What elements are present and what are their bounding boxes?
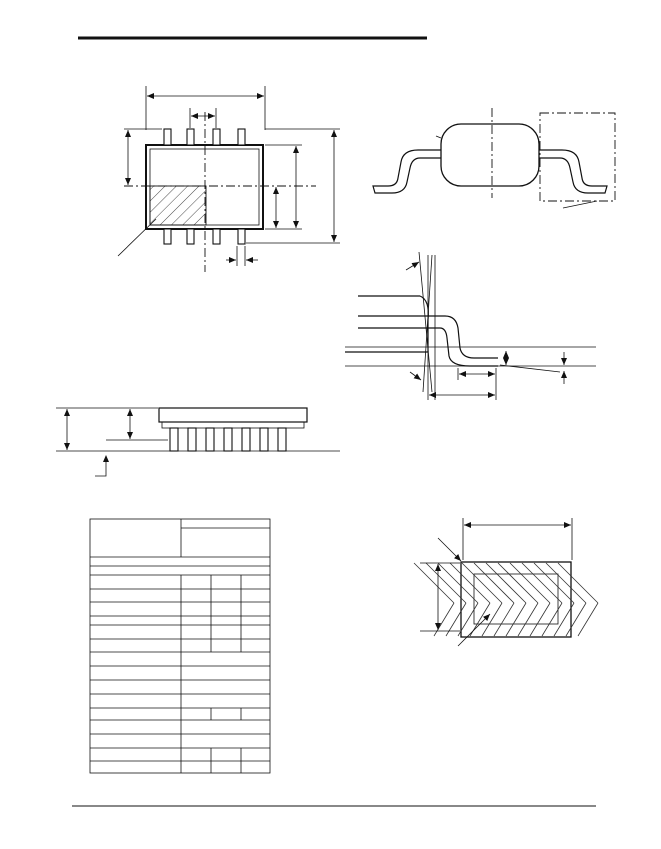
angle-arrow-top xyxy=(405,261,420,271)
top-lead-4 xyxy=(237,128,246,146)
side-lead xyxy=(187,427,197,452)
side-leads xyxy=(169,427,287,452)
seating-plane-leader xyxy=(95,459,107,477)
table-outline xyxy=(89,518,271,774)
profile-body xyxy=(440,123,540,187)
base-metal-leader xyxy=(457,613,491,647)
section-outer xyxy=(460,561,572,638)
angle-reference-b xyxy=(422,254,433,393)
side-lead xyxy=(277,427,287,452)
hatch-line xyxy=(457,602,479,637)
lead-cross-section xyxy=(413,518,599,647)
hatch-line xyxy=(485,562,527,604)
hatch-line xyxy=(497,562,539,604)
hatch-line xyxy=(529,602,551,637)
hatch-line xyxy=(545,562,587,604)
hatch-line xyxy=(493,602,515,637)
bottom-lead-4 xyxy=(237,228,246,245)
hatch-line xyxy=(521,562,563,604)
hatch-line xyxy=(437,562,479,604)
hatch-line xyxy=(425,562,467,604)
package-side-profile xyxy=(372,108,616,209)
hatch-line xyxy=(577,602,599,637)
side-lead xyxy=(205,427,215,452)
side-lead xyxy=(169,427,179,452)
hatch-line xyxy=(449,562,491,604)
hatch-line xyxy=(505,602,527,637)
right-gull-lead xyxy=(539,149,608,194)
hatch-line xyxy=(433,602,455,637)
hatch-line xyxy=(413,562,455,604)
top-lead-2 xyxy=(186,128,195,146)
detail-leader-line xyxy=(562,200,598,209)
hatch-line xyxy=(533,562,575,604)
side-lead xyxy=(241,427,251,452)
bottom-lead-2 xyxy=(186,228,195,245)
dimension-table xyxy=(89,518,271,774)
bottom-lead-3 xyxy=(212,228,221,245)
hatch-line xyxy=(541,602,563,637)
detail-callout-frame xyxy=(539,112,616,202)
hatch-line xyxy=(445,602,467,637)
bottom-lead-1 xyxy=(163,228,172,245)
hatch-line xyxy=(473,562,515,604)
hatch-line xyxy=(557,562,599,604)
angle-arrow-bottom xyxy=(409,371,422,381)
body-tick xyxy=(435,135,442,139)
side-body-base xyxy=(161,421,305,429)
side-body xyxy=(158,407,308,423)
top-lead-3 xyxy=(212,128,221,146)
hatch-line xyxy=(553,602,575,637)
side-lead xyxy=(223,427,233,452)
top-lead-1 xyxy=(163,128,172,146)
package-side-view xyxy=(56,407,340,477)
section-hatching xyxy=(413,562,599,637)
lead-upper-edge xyxy=(358,315,498,359)
angle-reference-a xyxy=(418,251,433,393)
coplanarity-slope xyxy=(499,364,561,373)
plating-leader xyxy=(437,537,462,562)
pin1-leader-line xyxy=(117,218,157,257)
hatch-line xyxy=(461,562,503,604)
hatch-line xyxy=(517,602,539,637)
left-gull-lead xyxy=(372,149,441,194)
side-lead xyxy=(259,427,269,452)
hatch-line xyxy=(565,602,587,637)
package-top-view xyxy=(117,86,340,272)
seating-plane-arrowhead xyxy=(103,455,109,462)
hatch-line xyxy=(481,602,503,637)
lead-form-detail xyxy=(345,251,596,400)
pin1-hatched-area xyxy=(149,185,207,226)
hatch-line xyxy=(509,562,551,604)
